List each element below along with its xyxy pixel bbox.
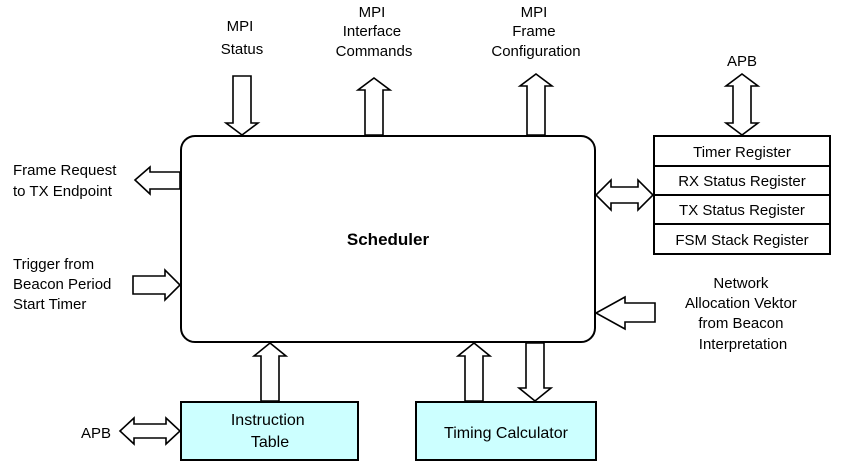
- mpi-status-arrow: [223, 75, 261, 136]
- frame-request-arrow: [133, 165, 181, 196]
- register-tx-status: TX Status Register: [679, 202, 805, 219]
- register-fsm-stack: FSM Stack Register: [675, 232, 808, 249]
- apb-top-arrow: [723, 73, 761, 136]
- nav-arrow: [594, 295, 656, 331]
- scheduler-label: Scheduler: [347, 230, 430, 249]
- mpi-frame-configuration-arrow: [517, 73, 555, 136]
- register-rx-status: RX Status Register: [678, 173, 806, 190]
- register-stack: Timer Register RX Status Register TX Sta…: [653, 135, 831, 255]
- instruction-table-arrow: [251, 341, 289, 402]
- timing-calculator-block: [415, 401, 597, 461]
- mpi-interface-commands-arrow: [355, 77, 393, 136]
- apb-bottom-label: APB: [81, 425, 111, 442]
- mpi-status-label: MPI Status: [221, 18, 264, 58]
- scheduler-block: [180, 135, 596, 343]
- instruction-table-label: Instruction Table: [231, 412, 309, 451]
- apb-top-label: APB: [727, 53, 757, 70]
- trigger-label: Trigger from Beacon Period Start Timer: [13, 256, 116, 313]
- nav-label: Network Allocation Vektor from Beacon In…: [685, 275, 801, 353]
- scheduler-registers-arrow: [594, 178, 655, 212]
- timing-calculator-label: Timing Calculator: [444, 425, 569, 442]
- mpi-frame-configuration-label: MPI Frame Configuration: [491, 4, 580, 60]
- instruction-table-block: [180, 401, 359, 461]
- mpi-interface-commands-label: MPI Interface Commands: [336, 4, 413, 60]
- frame-request-label: Frame Request to TX Endpoint: [13, 162, 121, 200]
- apb-bottom-arrow: [118, 416, 182, 446]
- trigger-arrow: [132, 268, 182, 302]
- scheduler-to-timing-arrow: [516, 342, 554, 403]
- timing-to-scheduler-arrow: [455, 341, 493, 402]
- register-timer: Timer Register: [693, 144, 791, 161]
